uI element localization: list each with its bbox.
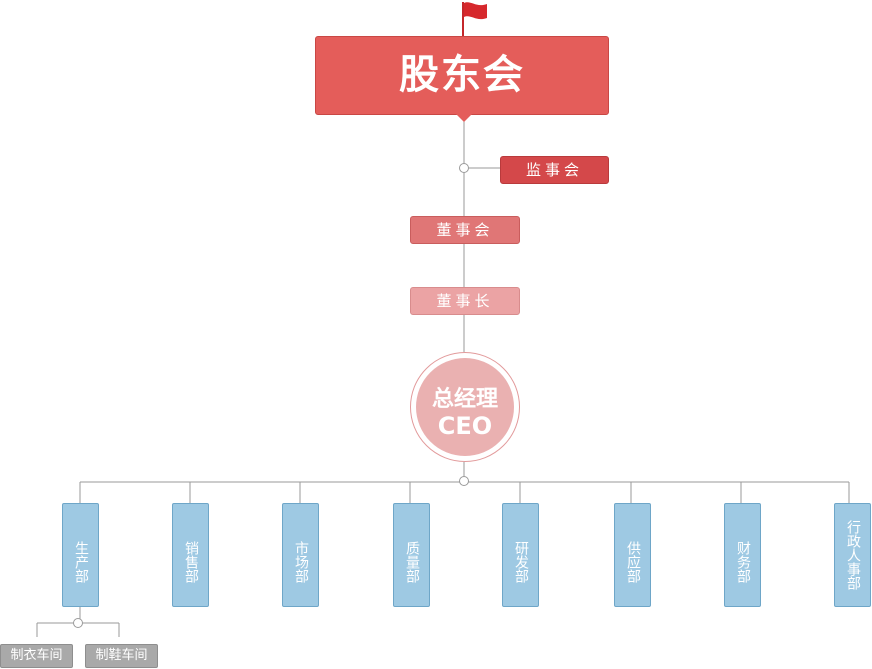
ceo-node: 总经理 CEO bbox=[410, 352, 520, 462]
workshop-clothing: 制衣车间 bbox=[0, 644, 73, 668]
junction-node bbox=[459, 476, 469, 486]
supervisors-box: 监事会 bbox=[500, 156, 609, 184]
dept-marketing: 市场部 bbox=[282, 503, 319, 607]
dept-label: 研发部 bbox=[513, 541, 529, 583]
dept-admin-hr: 行政人事部 bbox=[834, 503, 871, 607]
dept-label: 市场部 bbox=[293, 541, 309, 583]
dept-label: 财务部 bbox=[735, 541, 751, 583]
shareholders-box: 股东会 bbox=[315, 36, 609, 122]
board-box: 董事会 bbox=[410, 216, 520, 244]
dept-label: 行政人事部 bbox=[845, 520, 861, 590]
dept-production: 生产部 bbox=[62, 503, 99, 607]
ceo-title-en: CEO bbox=[437, 412, 493, 440]
dept-finance: 财务部 bbox=[724, 503, 761, 607]
ceo-title-cn: 总经理 bbox=[431, 387, 498, 412]
chairman-box: 董事长 bbox=[410, 287, 520, 315]
dept-sales: 销售部 bbox=[172, 503, 209, 607]
flag-icon bbox=[462, 2, 487, 36]
junction-node bbox=[459, 163, 469, 173]
dept-label: 供应部 bbox=[625, 541, 641, 583]
dept-label: 质量部 bbox=[404, 541, 420, 583]
dept-label: 生产部 bbox=[73, 541, 89, 583]
junction-node bbox=[73, 618, 83, 628]
ceo-circle: 总经理 CEO bbox=[416, 358, 514, 456]
dept-quality: 质量部 bbox=[393, 503, 430, 607]
workshop-shoes: 制鞋车间 bbox=[85, 644, 158, 668]
dept-rnd: 研发部 bbox=[502, 503, 539, 607]
dept-label: 销售部 bbox=[183, 541, 199, 583]
dept-supply: 供应部 bbox=[614, 503, 651, 607]
